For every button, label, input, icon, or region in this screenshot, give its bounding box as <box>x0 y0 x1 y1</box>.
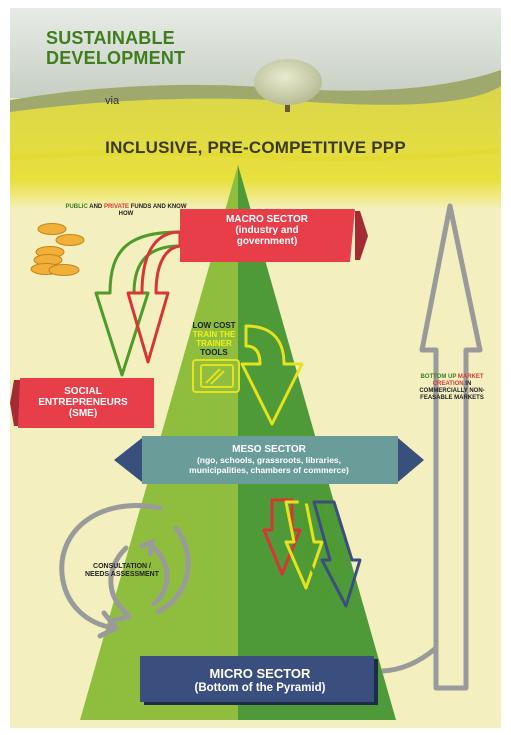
macro-line-3: government) <box>236 236 298 247</box>
macro-banner <box>180 209 368 262</box>
red-down-arrow-icon <box>126 230 182 364</box>
via-label: via <box>105 95 120 107</box>
tree-icon <box>254 59 322 112</box>
page-subtitle: INCLUSIVE, PRE-COMPETITIVE PPP <box>105 138 406 157</box>
tools-line-2: TRAIN THE <box>192 330 236 339</box>
tools-line-4: TOOLS <box>200 348 228 357</box>
micro-banner <box>140 656 378 705</box>
header-background <box>10 8 501 210</box>
consultation-line-2: NEEDS ASSESSMENT <box>84 571 160 578</box>
bottom-up-part-3: IN COMMERCIALLY NON-FEASABLE MARKETS <box>419 381 485 401</box>
tools-line-1: LOW COST <box>192 321 236 330</box>
tools-line-3: TRAINER <box>196 339 232 348</box>
consultation-line-1: CONSULTATION / <box>93 563 151 570</box>
social-line-3: (SME) <box>68 408 98 419</box>
title-line-1: SUSTAINABLE <box>46 28 175 48</box>
meso-details: (ngo, schools, grassroots, libraries, mu… <box>138 455 400 475</box>
funds-rest: FUNDS AND KNOW HOW <box>118 204 187 217</box>
meso-line-1: (ngo, schools, grassroots, libraries, <box>196 455 342 465</box>
meso-heading: MESO SECTOR <box>232 444 306 455</box>
bottom-up-connector-icon <box>381 646 438 674</box>
social-banner <box>10 378 154 428</box>
macro-line-2: (industry and <box>235 225 299 236</box>
meso-to-micro-arrows-icon <box>262 498 362 608</box>
consultation-label: CONSULTATION / NEEDS ASSESSMENT <box>82 563 162 579</box>
macro-line-1: MACRO SECTOR <box>225 214 309 225</box>
social-line-1: SOCIAL <box>64 386 102 397</box>
consultation-cycle-icon <box>59 503 191 639</box>
funds-private: PRIVATE <box>103 204 130 210</box>
bottom-up-arrow-icon <box>419 203 483 691</box>
coins-icon <box>30 223 85 276</box>
funds-and: AND <box>87 204 104 210</box>
tools-label: LOW COST TRAIN THE TRAINER TOOLS <box>184 321 244 357</box>
infographic: SUSTAINABLE DEVELOPMENT via INCLUSIVE, P… <box>10 8 501 728</box>
meso-line-2: municipalities, chambers of commerce) <box>189 465 349 475</box>
title-line-2: DEVELOPMENT <box>46 48 186 68</box>
infographic-graphics <box>10 8 501 720</box>
micro-subheading: (Bottom of the Pyramid) <box>194 682 326 694</box>
micro-heading: MICRO SECTOR <box>209 666 311 681</box>
bottom-up-label: BOTTOM UP MARKET CREATION IN COMMERCIALL… <box>418 374 486 402</box>
funds-label: PUBLIC AND PRIVATE FUNDS AND KNOW HOW <box>62 204 190 218</box>
social-line-2: ENTREPRENEURS <box>38 397 128 408</box>
funds-public: PUBLIC <box>65 204 88 210</box>
page-title: SUSTAINABLE DEVELOPMENT <box>46 28 286 68</box>
social-label: SOCIAL ENTREPRENEURS (SME) <box>14 386 152 419</box>
macro-label: MACRO SECTOR (industry and government) <box>184 214 350 247</box>
bottom-up-part-1: BOTTOM UP <box>420 374 458 380</box>
meso-banner <box>114 436 424 484</box>
tablet-tools-icon <box>192 359 240 393</box>
bottom-up-part-2: MARKET CREATION <box>432 374 484 387</box>
green-down-arrow-icon <box>94 230 182 377</box>
yellow-down-arrow-icon <box>240 324 304 426</box>
